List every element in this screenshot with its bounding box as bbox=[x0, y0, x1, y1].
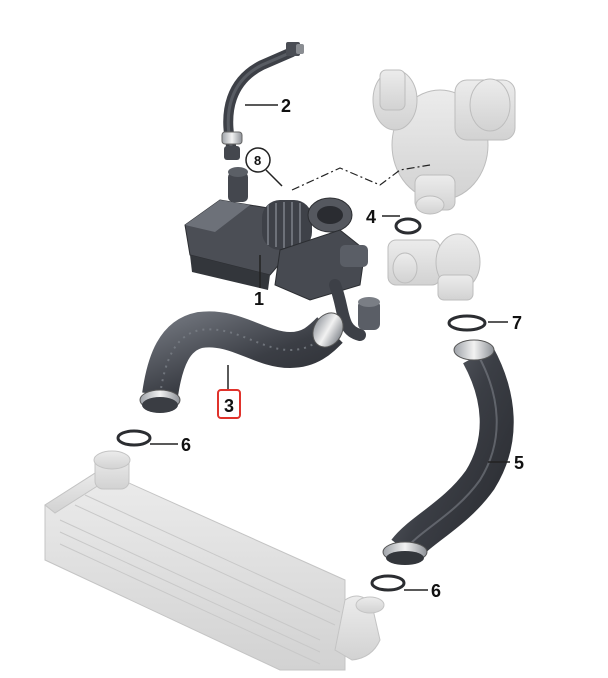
turbocharger-ghost bbox=[372, 69, 516, 215]
callout-4: 4 bbox=[366, 207, 376, 227]
part-2-vacuum-hose bbox=[221, 42, 304, 160]
part-4-o-ring bbox=[394, 217, 422, 235]
part-7-o-ring bbox=[447, 314, 487, 332]
intercooler-ghost bbox=[44, 450, 385, 671]
throttle-valve-ghost bbox=[387, 233, 481, 301]
highlight-box bbox=[217, 389, 241, 419]
part-6-o-ring-lower bbox=[370, 574, 406, 592]
callout-7: 7 bbox=[512, 313, 522, 333]
callout-8-circle bbox=[245, 147, 271, 173]
callout-6-upper: 6 bbox=[181, 435, 191, 455]
connection-line bbox=[291, 164, 431, 191]
callout-3: 3 bbox=[224, 396, 234, 416]
callout-2: 2 bbox=[281, 96, 291, 116]
part-5-charge-air-hose bbox=[382, 339, 514, 565]
part-6-o-ring-upper bbox=[116, 429, 152, 447]
leader-lines bbox=[150, 104, 510, 591]
callout-1: 1 bbox=[254, 289, 264, 309]
callout-8: 8 bbox=[254, 153, 261, 168]
part-1-intake-housing bbox=[184, 167, 380, 341]
callout-5: 5 bbox=[514, 453, 524, 473]
callout-6-lower: 6 bbox=[431, 581, 441, 601]
part-3-charge-air-hose bbox=[139, 311, 344, 413]
